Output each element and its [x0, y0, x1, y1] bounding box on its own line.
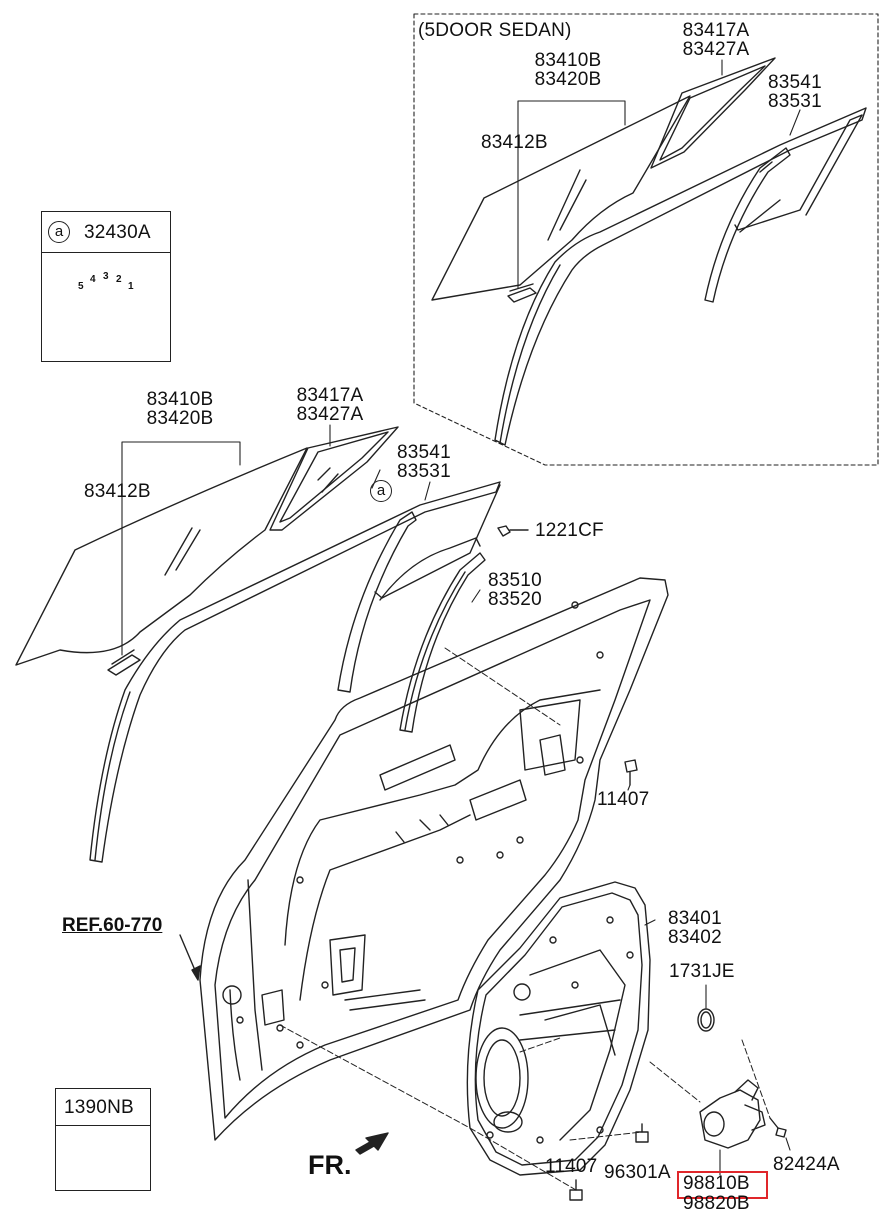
- channel-label: 83412B: [84, 481, 151, 502]
- screw-1221cf: [497, 525, 529, 537]
- window-motor: [699, 1079, 766, 1149]
- inset-title: (5DOOR SEDAN): [418, 20, 572, 41]
- motor-label-2: 98820B: [683, 1193, 750, 1214]
- ref-arrow: [179, 934, 201, 981]
- run-channel-label-2: 83520: [488, 589, 542, 610]
- switch-digit-1: 1: [128, 281, 134, 292]
- fr-arrow: [355, 1132, 389, 1155]
- inset-door-glass: [431, 95, 691, 301]
- seal-1731je-label: 1731JE: [669, 961, 735, 982]
- legend-box-a-part: 32430A: [84, 222, 151, 243]
- weatherstrip-label-2: 83531: [397, 461, 451, 482]
- switch-digit-3: 3: [103, 271, 109, 282]
- guide-lines: [279, 647, 771, 1191]
- legend-box-clip-header: 1390NB: [56, 1089, 150, 1126]
- glass-label-1: 83410B: [146, 389, 214, 410]
- bolt-96301a: [635, 1123, 649, 1143]
- inset-quarter-glass: [650, 57, 776, 169]
- legend-box-a: a 32430A: [41, 211, 171, 362]
- inset-frame: [413, 13, 879, 466]
- main-door-glass: [15, 447, 308, 666]
- inset-channel-label: 83412B: [481, 132, 548, 153]
- switch-digit-2: 2: [116, 274, 122, 285]
- inset-weatherstrip-label-1: 83541: [768, 72, 822, 93]
- bolt-11407-upper-label: 11407: [597, 789, 650, 810]
- legend-box-clip-part: 1390NB: [64, 1097, 134, 1118]
- inset-channel-clip: [507, 283, 537, 303]
- seal-1731je: [697, 1008, 715, 1032]
- switch-digit-5: 5: [78, 281, 84, 292]
- screw-1221cf-label: 1221CF: [535, 520, 604, 541]
- bolt-11407-upper: [624, 759, 638, 786]
- legend-box-a-header: a 32430A: [42, 212, 170, 253]
- glass-label-2: 83420B: [146, 408, 214, 429]
- weatherstrip-label-1: 83541: [397, 442, 451, 463]
- inset-glass-label-1: 83410B: [534, 50, 602, 71]
- ref-label: REF.60-770: [62, 915, 163, 936]
- inset-quarter-label-2: 83427A: [682, 39, 750, 60]
- callout-a-marker-main: a: [370, 480, 392, 502]
- motor-label-1: 98810B: [683, 1173, 750, 1194]
- switch-digits: 5 4 3 2 1: [78, 271, 138, 292]
- bolt-11407-lower: [569, 1179, 583, 1201]
- fr-label: FR.: [308, 1150, 352, 1180]
- callout-a-marker: a: [48, 221, 70, 243]
- quarter-glass-label-2: 83427A: [296, 404, 364, 425]
- screw-82424a-label: 82424A: [773, 1154, 840, 1175]
- inset-glass-label-2: 83420B: [534, 69, 602, 90]
- inset-quarter-label-1: 83417A: [682, 20, 750, 41]
- switch-digit-4: 4: [90, 274, 96, 285]
- main-leaders: [121, 424, 791, 1176]
- run-channel-label-1: 83510: [488, 570, 542, 591]
- door-panel: [199, 577, 669, 1141]
- module-panel-label-1: 83401: [668, 908, 722, 929]
- module-panel: [466, 881, 651, 1176]
- bolt-11407-lower-label: 11407: [545, 1156, 598, 1177]
- inset-sash-frame: [494, 107, 867, 446]
- inset-leaders: [517, 59, 801, 289]
- main-sash-frame: [89, 481, 501, 863]
- run-channel: [399, 552, 486, 733]
- main-quarter-glass: [269, 426, 399, 531]
- quarter-glass-label-1: 83417A: [296, 385, 364, 406]
- main-channel-clip: [107, 649, 141, 676]
- bolt-96301a-label: 96301A: [604, 1162, 671, 1183]
- inset-weatherstrip-label-2: 83531: [768, 91, 822, 112]
- legend-box-clip: 1390NB: [55, 1088, 151, 1191]
- motor-part-highlight: [677, 1171, 768, 1199]
- screw-82424a: [769, 1117, 787, 1138]
- module-panel-label-2: 83402: [668, 927, 722, 948]
